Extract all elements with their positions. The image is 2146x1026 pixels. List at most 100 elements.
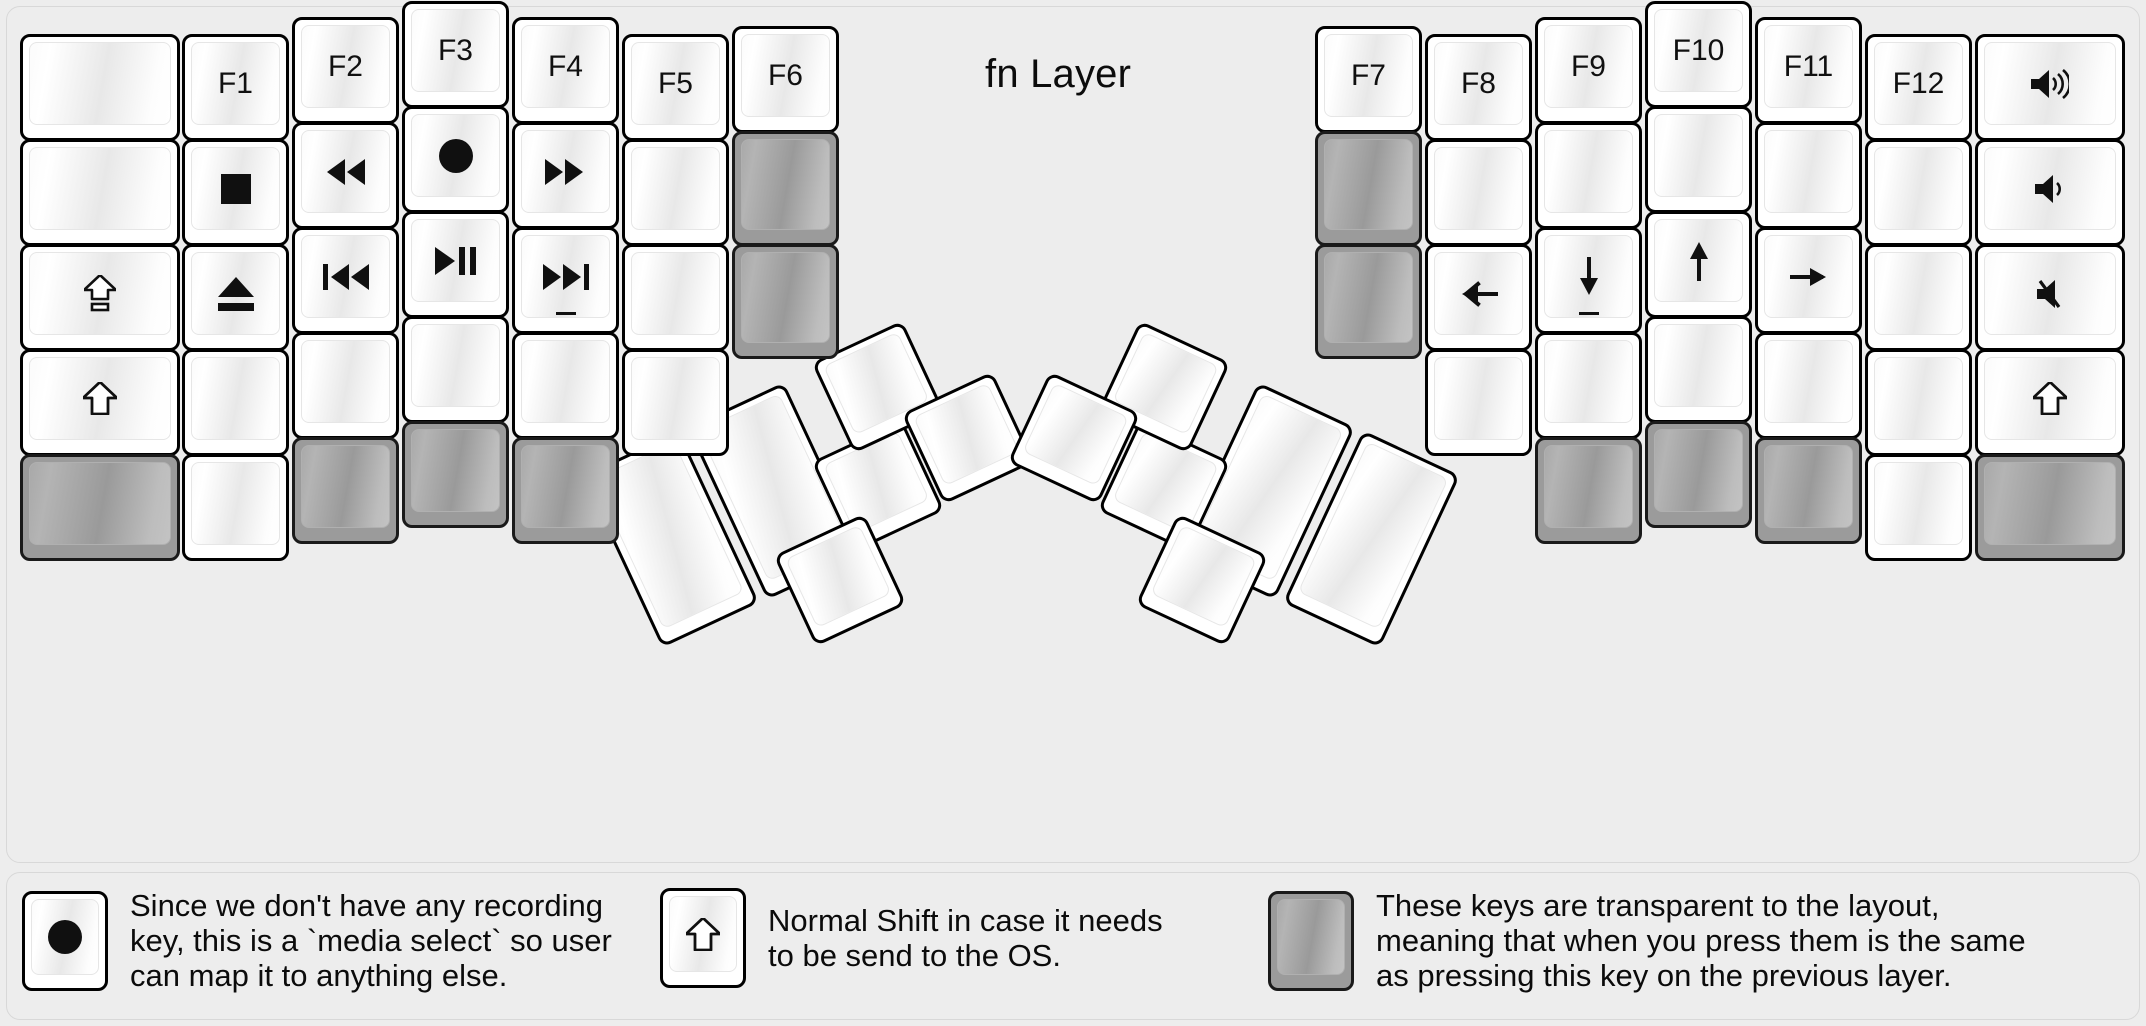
key-left-c3-r2[interactable]	[402, 211, 509, 318]
key-right-c2-r1[interactable]	[1535, 122, 1642, 229]
page-title: fn Layer	[985, 52, 1132, 96]
key-cap	[1874, 42, 1963, 125]
key-cap	[31, 898, 99, 975]
key-left-c2-r3[interactable]	[292, 332, 399, 439]
key-left-c2-r1[interactable]	[292, 122, 399, 229]
key-right-c6-r4[interactable]	[1975, 454, 2125, 561]
key-cap	[741, 34, 830, 117]
key-right-c3-r3[interactable]	[1645, 316, 1752, 423]
key-left-c4-r4[interactable]	[512, 437, 619, 544]
key-left-c3-r1[interactable]	[402, 106, 509, 213]
key-right-c4-r2[interactable]	[1755, 227, 1862, 334]
legend-text: Since we don't have any recording key, t…	[130, 888, 612, 994]
key-right-c1-r3[interactable]	[1425, 349, 1532, 456]
key-right-c3-r4[interactable]	[1645, 421, 1752, 528]
key-cap	[1764, 340, 1853, 423]
key-right-c1-r1[interactable]	[1425, 139, 1532, 246]
key-left-c6-r0[interactable]: F6	[732, 26, 839, 133]
key-left-c4-r3[interactable]	[512, 332, 619, 439]
key-left-c2-r2[interactable]	[292, 227, 399, 334]
key-left-c2-r0[interactable]: F2	[292, 17, 399, 124]
legend-panel	[6, 872, 2140, 1020]
key-right-c2-r3[interactable]	[1535, 332, 1642, 439]
key-right-c5-r3[interactable]	[1865, 349, 1972, 456]
key-cap	[29, 357, 171, 440]
key-left-c5-r1[interactable]	[622, 139, 729, 246]
key-left-c5-r0[interactable]: F5	[622, 34, 729, 141]
key-left-c0-r4[interactable]	[20, 454, 180, 561]
key-cap	[1984, 42, 2116, 125]
key-cap	[741, 252, 830, 343]
key-right-c4-r1[interactable]	[1755, 122, 1862, 229]
key-cap	[411, 324, 500, 407]
key-cap	[1874, 252, 1963, 335]
key-left-c0-r0[interactable]	[20, 34, 180, 141]
key-cap	[1654, 114, 1743, 197]
key-right-c3-r1[interactable]	[1645, 106, 1752, 213]
key-right-c2-r4[interactable]	[1535, 437, 1642, 544]
key-cap	[301, 130, 390, 213]
key-right-c6-r2[interactable]	[1975, 244, 2125, 351]
key-cap	[1544, 445, 1633, 528]
key-right-c0-r2[interactable]	[1315, 244, 1422, 359]
legend-item: These keys are transparent to the layout…	[1268, 888, 2026, 993]
key-left-c4-r1[interactable]	[512, 122, 619, 229]
key-right-c1-r0[interactable]: F8	[1425, 34, 1532, 141]
key-left-c1-r3[interactable]	[182, 349, 289, 456]
key-right-c3-r0[interactable]: F10	[1645, 1, 1752, 108]
key-underline-marker	[555, 312, 576, 315]
key-left-c1-r2[interactable]	[182, 244, 289, 351]
key-cap	[521, 445, 610, 528]
key-left-c2-r4[interactable]	[292, 437, 399, 544]
key-right-c0-r1[interactable]	[1315, 131, 1422, 246]
key-right-c2-r0[interactable]: F9	[1535, 17, 1642, 124]
key-cap	[29, 462, 171, 545]
key-cap	[1764, 445, 1853, 528]
key-left-c1-r1[interactable]	[182, 139, 289, 246]
key-cap	[1874, 357, 1963, 440]
key-left-c0-r3[interactable]	[20, 349, 180, 456]
legend-item: Since we don't have any recording key, t…	[22, 888, 612, 993]
key-left-c3-r3[interactable]	[402, 316, 509, 423]
key-cap	[191, 252, 280, 335]
key-right-c4-r4[interactable]	[1755, 437, 1862, 544]
key-left-c3-r4[interactable]	[402, 421, 509, 528]
key-right-c6-r0[interactable]	[1975, 34, 2125, 141]
key-left-c4-r0[interactable]: F4	[512, 17, 619, 124]
key-cap	[1874, 147, 1963, 230]
key-right-c4-r0[interactable]: F11	[1755, 17, 1862, 124]
key-left-c3-r0[interactable]: F3	[402, 1, 509, 108]
key-right-c6-r1[interactable]	[1975, 139, 2125, 246]
legend-key-transparent	[1268, 890, 1354, 991]
key-right-c5-r2[interactable]	[1865, 244, 1972, 351]
key-right-c4-r3[interactable]	[1755, 332, 1862, 439]
key-right-c5-r4[interactable]	[1865, 454, 1972, 561]
key-left-c5-r2[interactable]	[622, 244, 729, 351]
key-right-c1-r2[interactable]	[1425, 244, 1532, 351]
key-cap	[1984, 147, 2116, 230]
key-cap	[1984, 252, 2116, 335]
key-left-c6-r2[interactable]	[732, 244, 839, 359]
key-right-c5-r0[interactable]: F12	[1865, 34, 1972, 141]
key-right-c2-r2[interactable]	[1535, 227, 1642, 334]
key-left-c1-r0[interactable]: F1	[182, 34, 289, 141]
key-right-c3-r2[interactable]	[1645, 211, 1752, 318]
key-left-c5-r3[interactable]	[622, 349, 729, 456]
key-left-c1-r4[interactable]	[182, 454, 289, 561]
key-cap	[1277, 898, 1345, 975]
key-left-c0-r2[interactable]	[20, 244, 180, 351]
key-cap	[301, 445, 390, 528]
key-cap	[741, 139, 830, 230]
key-cap	[1654, 9, 1743, 92]
key-cap	[301, 340, 390, 423]
key-cap	[1654, 429, 1743, 512]
key-right-c5-r1[interactable]	[1865, 139, 1972, 246]
key-right-c0-r0[interactable]: F7	[1315, 26, 1422, 133]
key-left-c4-r2[interactable]	[512, 227, 619, 334]
key-left-c0-r1[interactable]	[20, 139, 180, 246]
key-cap	[1984, 462, 2116, 545]
key-right-c6-r3[interactable]	[1975, 349, 2125, 456]
key-left-c6-r1[interactable]	[732, 131, 839, 246]
key-cap	[1654, 324, 1743, 407]
key-cap	[411, 9, 500, 92]
